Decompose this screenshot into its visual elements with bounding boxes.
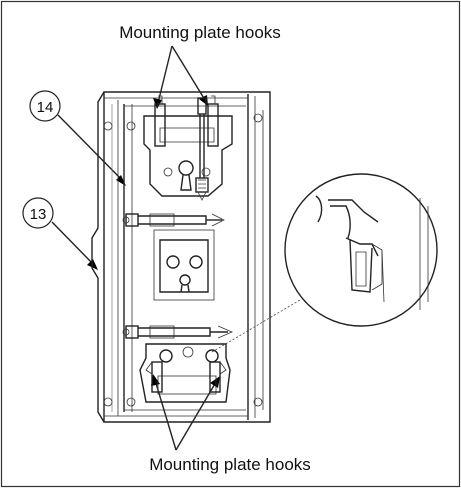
top-bolt xyxy=(195,97,209,201)
centre-plate xyxy=(159,239,209,293)
lower-horizontal-bolt xyxy=(125,325,234,339)
bottom-mounting-plate xyxy=(139,343,231,403)
zoom-detail xyxy=(284,173,438,327)
top-mounting-plate xyxy=(143,115,233,197)
callout-13-label: 13 xyxy=(30,206,47,223)
bottom-caption: Mounting plate hooks xyxy=(149,455,311,474)
callout-14: 14 xyxy=(29,90,126,186)
top-caption-leaders xyxy=(153,45,208,109)
callout-14-label: 14 xyxy=(37,99,54,116)
upper-horizontal-bolt xyxy=(125,213,225,227)
callout-13: 13 xyxy=(22,197,98,270)
corner-screws xyxy=(103,113,263,407)
top-hooks xyxy=(154,95,219,147)
top-caption: Mounting plate hooks xyxy=(119,23,281,42)
bottom-hooks xyxy=(145,361,227,393)
enclosure xyxy=(91,91,301,423)
